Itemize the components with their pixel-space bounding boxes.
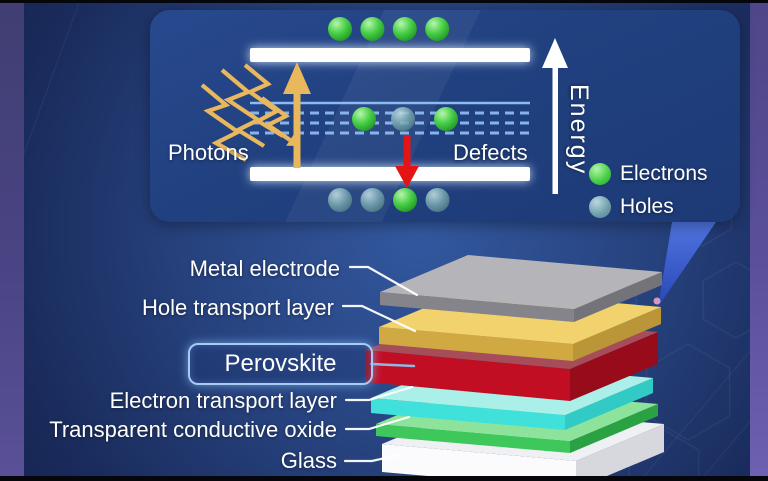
energy-axis-arrow-icon — [542, 38, 568, 194]
electron-sphere-icon — [328, 17, 352, 41]
perovskite-label: Perovskite — [224, 350, 337, 377]
legend-electrons: Electrons — [589, 162, 708, 186]
perovskite-connector-line — [369, 362, 416, 368]
transparent-conductive-oxide-label: Transparent conductive oxide — [49, 417, 337, 442]
energy-axis-label: Energy — [565, 84, 593, 176]
hole-dot-icon — [589, 196, 611, 218]
defect-levels — [250, 101, 530, 135]
metal-connector-line — [348, 265, 419, 297]
hole-sphere-icon — [391, 107, 415, 131]
hole-sphere-icon — [425, 188, 450, 212]
tco-connector-line — [344, 415, 411, 431]
glass-connector-line — [343, 453, 400, 463]
hole-sphere-icon — [328, 188, 352, 212]
connector-lines — [341, 265, 419, 463]
valence-band-bar — [250, 167, 530, 181]
htl-connector-line — [341, 304, 417, 333]
recombination-arrow-icon — [395, 135, 419, 188]
electrons-above-band — [328, 17, 450, 41]
electron-sphere-icon — [393, 188, 417, 212]
metal-electrode-label: Metal electrode — [189, 256, 340, 281]
photon-squiggle-icon — [200, 63, 299, 162]
carriers-below-band — [328, 188, 450, 212]
electron-sphere-icon — [425, 17, 450, 41]
callout-tip-glint — [653, 297, 661, 305]
electron-sphere-icon — [360, 17, 385, 41]
hole-sphere-icon — [360, 188, 385, 212]
legend-holes: Holes — [589, 195, 674, 219]
electron-transport-layer-label: Electron transport layer — [109, 388, 337, 413]
hole-transport-layer-label: Hole transport layer — [142, 295, 334, 320]
electron-dot-icon — [589, 163, 611, 185]
top-border — [0, 0, 768, 3]
glass-label: Glass — [280, 448, 337, 473]
bottom-border — [0, 476, 768, 481]
conduction-band-bar — [250, 48, 530, 62]
legend-electrons-label: Electrons — [620, 162, 708, 185]
etl-connector-line — [344, 385, 414, 402]
photons-label: Photons — [168, 140, 249, 165]
legend-holes-label: Holes — [620, 195, 674, 218]
energy-band-inset-panel: Photons Defects Energy Electrons Holes — [150, 10, 740, 222]
defects-label: Defects — [453, 140, 528, 165]
energy-band-diagram — [200, 17, 568, 212]
layer-slab-metal-electrode — [380, 255, 662, 322]
excitation-arrow-icon — [283, 62, 311, 168]
electron-sphere-icon — [392, 17, 417, 41]
perovskite-highlight-box: Perovskite — [188, 343, 373, 385]
left-purple-strip — [0, 0, 24, 481]
electron-sphere-icon — [434, 107, 458, 131]
callout-triangle — [658, 222, 716, 307]
right-purple-strip — [750, 0, 768, 481]
trapped-carriers — [352, 107, 458, 131]
layer-stack — [366, 255, 664, 481]
electron-sphere-icon — [352, 107, 376, 131]
